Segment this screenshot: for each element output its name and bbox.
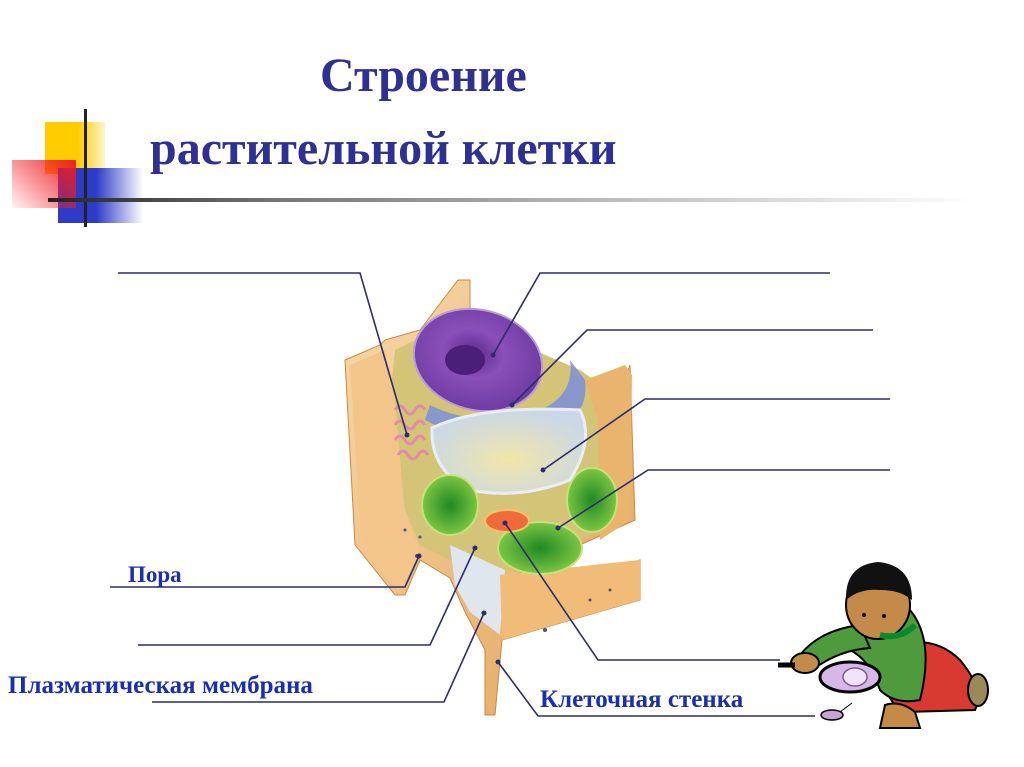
leader-vacuole <box>542 398 890 471</box>
leader-cytoplasm <box>138 547 476 646</box>
leader-er <box>511 329 873 406</box>
chloroplast-shape <box>421 474 479 536</box>
mitochondrion-shape <box>484 509 530 533</box>
leader-pore <box>110 555 420 588</box>
decor-vertical-line <box>84 109 87 227</box>
leader-mitochondrion <box>504 522 780 661</box>
slide-title-line1: Строение <box>320 49 527 102</box>
leader-nucleus <box>492 272 830 356</box>
label-plasma-membrane: Плазматическая мембрана <box>8 672 313 699</box>
leader-lines <box>110 272 890 717</box>
slide-title-line2: растительной клетки <box>150 122 617 175</box>
label-pore: Пора <box>128 562 182 587</box>
leader-cell-wall <box>497 661 815 717</box>
leader-golgi <box>118 272 408 436</box>
leader-chloroplast <box>557 469 890 529</box>
label-cell-wall: Клеточная стенка <box>540 686 744 713</box>
title-underline <box>48 198 978 202</box>
leader-plasma-membrane <box>152 612 485 703</box>
